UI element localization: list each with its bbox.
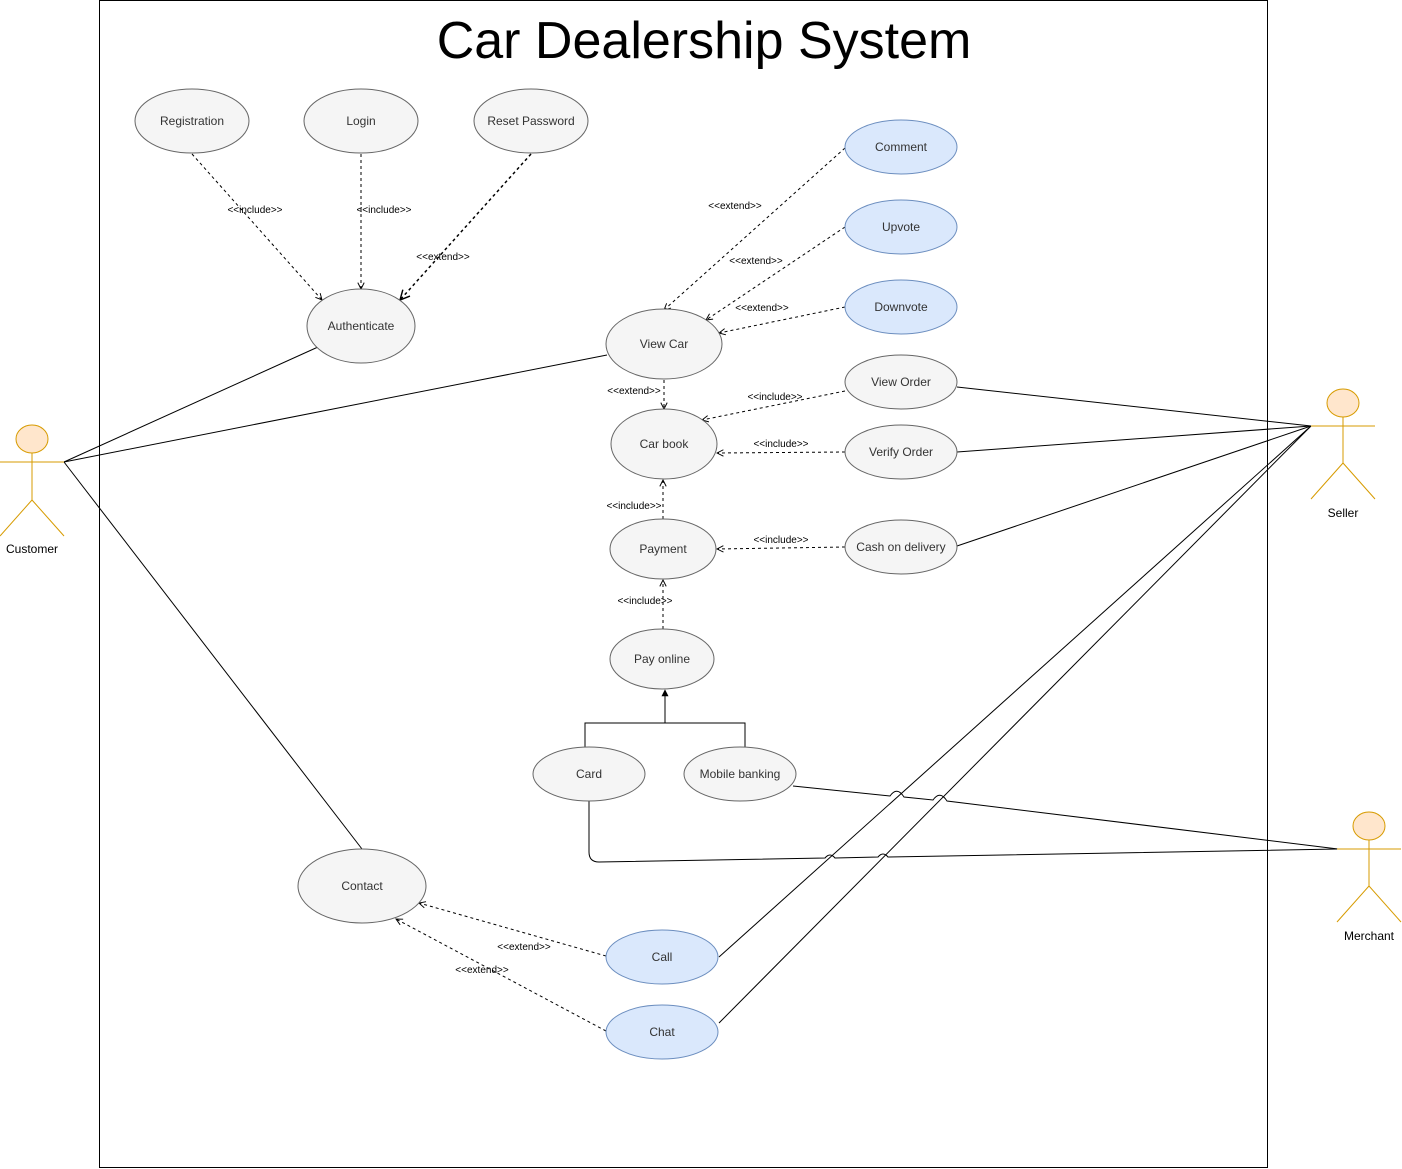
label-comment-view: <<extend>> bbox=[708, 201, 762, 212]
use-case-label: Cash on delivery bbox=[856, 540, 945, 554]
label-verify-book: <<include>> bbox=[753, 439, 808, 450]
use-case-label: Verify Order bbox=[869, 445, 933, 459]
use-case-label: Call bbox=[652, 950, 673, 964]
actor-seller[interactable]: Seller bbox=[1310, 388, 1376, 520]
label-payment-book: <<include>> bbox=[606, 501, 661, 512]
actor-label: Merchant bbox=[1344, 929, 1395, 943]
assoc-customer-view-car bbox=[63, 354, 608, 463]
use-case-label: View Car bbox=[640, 337, 688, 351]
actor-label: Seller bbox=[1328, 506, 1359, 520]
use-case-mobile-banking[interactable]: Mobile banking bbox=[683, 746, 797, 802]
use-case-call[interactable]: Call bbox=[605, 929, 719, 985]
dep-view-order-car-book bbox=[702, 390, 846, 420]
label-reset-auth: <<extend>> bbox=[416, 252, 470, 263]
dep-call-contact bbox=[419, 903, 607, 957]
associations bbox=[63, 346, 1339, 1024]
dep-upvote-view-car bbox=[706, 226, 846, 320]
system-title: Car Dealership System bbox=[437, 12, 972, 70]
use-case-label: Downvote bbox=[874, 300, 928, 314]
assoc-seller-verify-order bbox=[956, 425, 1312, 453]
use-case-label: Login bbox=[346, 114, 375, 128]
dependencies bbox=[191, 147, 846, 1032]
use-case-label: Registration bbox=[160, 114, 224, 128]
use-case-payment[interactable]: Payment bbox=[609, 518, 717, 580]
relation-labels: <<include>> <<include>> <<extend>> <<ext… bbox=[227, 201, 808, 976]
actor-head bbox=[1326, 388, 1360, 418]
use-case-label: Payment bbox=[639, 542, 687, 556]
label-online-payment: <<include>> bbox=[617, 596, 672, 607]
label-downvote-view: <<extend>> bbox=[735, 303, 789, 314]
dep-comment-view-car bbox=[664, 147, 846, 310]
label-view-book: <<extend>> bbox=[607, 386, 661, 397]
use-case-cash-on-delivery[interactable]: Cash on delivery bbox=[844, 519, 958, 575]
use-case-label: Reset Password bbox=[487, 114, 574, 128]
use-case-view-car[interactable]: View Car bbox=[605, 308, 723, 380]
label-call-contact: <<extend>> bbox=[497, 942, 551, 953]
assoc-merchant-card bbox=[588, 801, 1339, 863]
use-case-card[interactable]: Card bbox=[532, 746, 646, 802]
use-case-downvote[interactable]: Downvote bbox=[844, 279, 958, 335]
use-case-comment[interactable]: Comment bbox=[844, 119, 958, 175]
use-case-label: Pay online bbox=[634, 652, 690, 666]
label-upvote-view: <<extend>> bbox=[729, 256, 783, 267]
actor-customer[interactable]: Customer bbox=[0, 424, 65, 556]
assoc-customer-authenticate bbox=[63, 346, 319, 463]
use-case-label: Car book bbox=[640, 437, 690, 451]
generalization-mobile-banking bbox=[665, 722, 746, 749]
actor-head bbox=[15, 424, 49, 454]
actor-label: Customer bbox=[6, 542, 58, 556]
label-chat-contact: <<extend>> bbox=[455, 965, 509, 976]
use-case-label: View Order bbox=[871, 375, 931, 389]
dep-reset-authenticate bbox=[400, 153, 532, 300]
generalization-card bbox=[584, 722, 665, 749]
assoc-seller-view-order bbox=[956, 386, 1312, 427]
use-case-contact[interactable]: Contact bbox=[297, 848, 427, 924]
use-case-authenticate[interactable]: Authenticate bbox=[306, 288, 416, 364]
use-case-verify-order[interactable]: Verify Order bbox=[844, 424, 958, 480]
dep-chat-contact bbox=[396, 919, 607, 1032]
use-case-reset-password[interactable]: Reset Password bbox=[473, 88, 589, 154]
assoc-customer-contact bbox=[63, 461, 363, 850]
use-case-login[interactable]: Login bbox=[303, 88, 419, 154]
label-vieworder-book: <<include>> bbox=[747, 392, 802, 403]
use-case-label: Authenticate bbox=[328, 319, 395, 333]
use-case-label: Upvote bbox=[882, 220, 920, 234]
use-case-pay-online[interactable]: Pay online bbox=[609, 628, 715, 690]
use-case-label: Contact bbox=[341, 879, 383, 893]
dep-registration-authenticate bbox=[191, 153, 322, 300]
assoc-seller-cod bbox=[956, 425, 1312, 547]
assoc-merchant-mobile-banking bbox=[792, 785, 1339, 850]
label-cod-payment: <<include>> bbox=[753, 535, 808, 546]
assoc-seller-call bbox=[718, 425, 1312, 958]
use-case-label: Chat bbox=[649, 1025, 675, 1039]
label-login-auth: <<include>> bbox=[356, 205, 411, 216]
label-reg-auth: <<include>> bbox=[227, 205, 282, 216]
assoc-seller-chat bbox=[718, 425, 1312, 1024]
use-case-upvote[interactable]: Upvote bbox=[844, 199, 958, 255]
use-case-registration[interactable]: Registration bbox=[134, 88, 250, 154]
actor-head bbox=[1352, 811, 1386, 841]
use-case-label: Comment bbox=[875, 140, 928, 154]
use-cases: Registration Login Reset Password Authen… bbox=[134, 88, 958, 1060]
use-case-label: Mobile banking bbox=[700, 767, 781, 781]
system-boundary bbox=[99, 0, 1268, 1168]
actor-merchant[interactable]: Merchant bbox=[1336, 811, 1402, 943]
use-case-car-book[interactable]: Car book bbox=[610, 408, 718, 480]
use-case-view-order[interactable]: View Order bbox=[844, 354, 958, 410]
use-case-chat[interactable]: Chat bbox=[605, 1004, 719, 1060]
use-case-label: Card bbox=[576, 767, 602, 781]
